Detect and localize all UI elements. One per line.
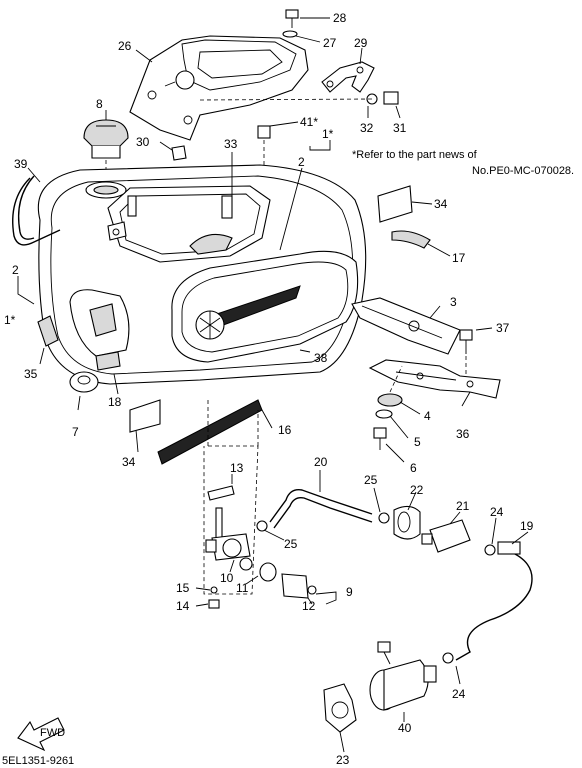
callout-27: 27 bbox=[323, 36, 337, 50]
callout-24-upper: 24 bbox=[490, 505, 504, 519]
pump-bracket-23 bbox=[323, 683, 357, 733]
callout-13: 13 bbox=[230, 461, 244, 475]
callout-8: 8 bbox=[96, 97, 103, 111]
gasket-13 bbox=[207, 485, 235, 501]
callout-31: 31 bbox=[393, 121, 407, 135]
callout-20: 20 bbox=[314, 455, 328, 469]
note-line-2: No.PE0-MC-070028. bbox=[472, 165, 574, 177]
callout-1-lower: 1* bbox=[4, 313, 16, 327]
fuel-cap-8 bbox=[83, 119, 129, 159]
leader-lines bbox=[17, 17, 529, 753]
callout-34-upper: 34 bbox=[434, 197, 448, 211]
callout-24-lower: 24 bbox=[452, 687, 466, 701]
bolt-6 bbox=[373, 427, 387, 450]
fuel-cock bbox=[205, 507, 251, 561]
plate-9 bbox=[281, 573, 309, 599]
fuel-pump-40 bbox=[369, 641, 437, 711]
clamp-25b bbox=[256, 520, 268, 532]
callout-25-lower: 25 bbox=[284, 537, 298, 551]
screw-12 bbox=[307, 585, 317, 595]
callout-23: 23 bbox=[336, 753, 350, 767]
callout-2-upper: 2 bbox=[298, 155, 305, 169]
callout-29: 29 bbox=[354, 36, 368, 50]
clamp-25a bbox=[378, 512, 390, 524]
callout-9: 9 bbox=[346, 585, 353, 599]
clamp-24a bbox=[484, 544, 496, 556]
callout-38: 38 bbox=[314, 351, 328, 365]
label-34-lower bbox=[129, 399, 161, 433]
callout-16: 16 bbox=[278, 423, 292, 437]
vent-hose-39 bbox=[12, 177, 61, 246]
bracket-36 bbox=[368, 359, 501, 399]
callout-15: 15 bbox=[176, 581, 190, 595]
callout-labels: 28 27 29 26 8 41* 32 31 1* 30 33 *Refer … bbox=[2, 11, 574, 767]
packing-11 bbox=[259, 562, 277, 582]
callout-17: 17 bbox=[452, 251, 466, 265]
fuel-tank-2 bbox=[37, 164, 367, 385]
grommet-41 bbox=[257, 125, 271, 139]
fwd-label: FWD bbox=[40, 727, 65, 739]
callout-30: 30 bbox=[136, 135, 150, 149]
callout-33: 33 bbox=[224, 137, 238, 151]
note-line-1: *Refer to the part news of bbox=[352, 149, 478, 161]
damper-4 bbox=[377, 393, 403, 407]
callout-39: 39 bbox=[14, 157, 28, 171]
label-34-upper bbox=[377, 185, 413, 223]
screw-14 bbox=[208, 599, 220, 609]
tank-top-cover bbox=[129, 35, 309, 141]
callout-26: 26 bbox=[118, 39, 132, 53]
callout-6: 6 bbox=[410, 461, 417, 475]
catalog-code: 5EL1351-9261 bbox=[2, 755, 74, 767]
damper-16 bbox=[157, 399, 263, 465]
bracket-29 bbox=[321, 61, 375, 93]
fuel-filter-21 bbox=[421, 519, 471, 553]
fuel-filter-housing-22 bbox=[393, 505, 421, 540]
callout-18: 18 bbox=[108, 395, 122, 409]
callout-41: 41* bbox=[300, 115, 318, 129]
callout-22: 22 bbox=[410, 483, 424, 497]
collar-5 bbox=[375, 409, 393, 419]
callout-12: 12 bbox=[302, 599, 316, 613]
callout-25-upper: 25 bbox=[364, 473, 378, 487]
washer-10 bbox=[239, 557, 253, 571]
callout-14: 14 bbox=[176, 599, 190, 613]
screw-28 bbox=[285, 9, 299, 28]
fuel-hose-20 bbox=[269, 489, 373, 523]
callout-2-lower: 2 bbox=[12, 263, 19, 277]
callout-35: 35 bbox=[24, 367, 38, 381]
callout-5: 5 bbox=[414, 435, 421, 449]
callout-3: 3 bbox=[450, 295, 457, 309]
clip-30 bbox=[171, 145, 187, 161]
callout-11: 11 bbox=[236, 581, 249, 595]
bolt-37 bbox=[459, 329, 473, 354]
callout-32: 32 bbox=[360, 121, 374, 135]
callout-36: 36 bbox=[456, 427, 470, 441]
callout-21: 21 bbox=[456, 499, 470, 513]
callout-4: 4 bbox=[424, 409, 431, 423]
washer-27 bbox=[282, 30, 298, 38]
callout-28: 28 bbox=[333, 11, 347, 25]
damper-17 bbox=[391, 230, 431, 249]
callout-19: 19 bbox=[520, 519, 534, 533]
washer-32 bbox=[366, 93, 378, 105]
callout-7: 7 bbox=[72, 425, 79, 439]
forward-arrow-icon bbox=[17, 717, 65, 752]
nut-7 bbox=[69, 371, 99, 393]
callout-34-lower: 34 bbox=[122, 455, 136, 469]
seat-bracket-3 bbox=[351, 297, 461, 355]
callout-1-upper: 1* bbox=[322, 127, 334, 141]
hose-35 bbox=[37, 315, 59, 347]
callout-40: 40 bbox=[398, 721, 412, 735]
callout-37: 37 bbox=[496, 321, 510, 335]
pad-18 bbox=[95, 351, 121, 371]
callout-10: 10 bbox=[220, 571, 234, 585]
fuel-hose-19 bbox=[455, 541, 533, 661]
washer-15 bbox=[210, 586, 218, 594]
clamp-24b bbox=[442, 652, 454, 664]
bolt-31 bbox=[383, 91, 399, 105]
